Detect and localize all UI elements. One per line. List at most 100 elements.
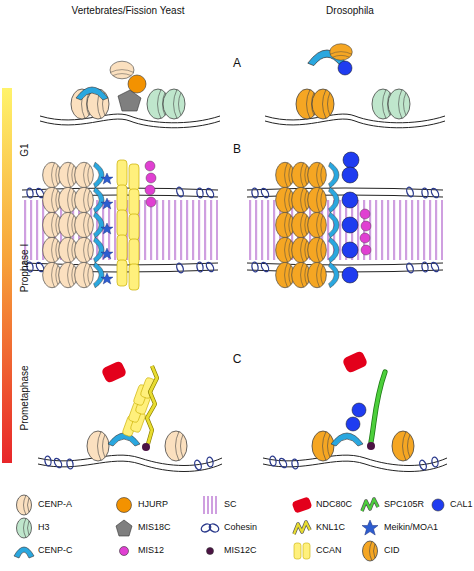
- cal1-protein: [346, 417, 360, 431]
- panel-letter: B: [233, 143, 241, 156]
- cid-nucleosome: [312, 89, 334, 119]
- legend-label: HJURP: [138, 500, 168, 510]
- panel-c-right: [263, 350, 447, 471]
- cohesin-ring: [66, 459, 74, 470]
- legend-label: SC: [224, 500, 237, 510]
- ccan-swatch: [290, 540, 314, 562]
- cid-nucleosome: [312, 431, 334, 461]
- dna-strand: [265, 119, 445, 128]
- legend-label: CENP-C: [38, 546, 73, 556]
- hjurp-chaperone: [128, 75, 146, 93]
- cohesin-ring: [405, 262, 414, 273]
- cohesin-ring: [418, 459, 427, 470]
- cal1-protein: [343, 152, 359, 168]
- cenp-a-nucleosome: [165, 431, 187, 461]
- legend-label: SPC105R: [384, 500, 424, 510]
- mis12-protein: [361, 245, 371, 255]
- column-heading: Vertebrates/Fission Yeast: [72, 5, 185, 16]
- cohesin-ring: [26, 188, 34, 199]
- cohesin-ring: [251, 188, 259, 199]
- mis12-protein: [145, 161, 155, 171]
- cid-nucleosome: [392, 431, 414, 461]
- ndc80c-swatch: [290, 494, 314, 516]
- cohesin-ring: [205, 187, 215, 199]
- legend-label: NDC80C: [316, 500, 352, 510]
- cenp-a-nucleosome: [87, 431, 109, 461]
- mis18c-swatch: [112, 517, 136, 539]
- kinetochore-row: [276, 237, 358, 263]
- cohesin-ring: [431, 457, 439, 468]
- legend-label: Cohesin: [224, 523, 257, 533]
- dna-strand: [247, 263, 443, 265]
- mis12-protein: [360, 233, 370, 243]
- legend-label: CENP-A: [38, 500, 72, 510]
- ndc80c-complex: [101, 360, 128, 384]
- phase-bar: [2, 88, 12, 463]
- legend-label: CCAN: [316, 546, 342, 556]
- legend-label: MIS18C: [138, 523, 171, 533]
- h3-nucleosome: [163, 89, 185, 119]
- panel-a-left: [40, 61, 220, 128]
- cenp-c-swatch: [12, 540, 36, 562]
- cal1-protein: [352, 403, 366, 417]
- cid-swatch: [358, 540, 382, 562]
- cal1-swatch: [426, 494, 450, 516]
- cohesin-ring: [278, 457, 288, 469]
- cohesin-ring: [193, 459, 202, 470]
- dna-strand: [40, 119, 220, 128]
- cohesin-ring: [291, 459, 299, 470]
- panel-b-left: [22, 160, 218, 290]
- mis12-swatch: [112, 540, 136, 562]
- cohesin-ring: [196, 262, 204, 273]
- kinetochore-row: [276, 212, 358, 238]
- legend-label: MIS12: [138, 546, 164, 556]
- column-heading: Drosophila: [326, 5, 374, 16]
- legend-label: KNL1C: [316, 523, 345, 533]
- cohesin-ring: [175, 186, 184, 197]
- mis12c-swatch: [198, 540, 222, 562]
- cohesin-ring: [206, 457, 214, 468]
- cohesin-swatch: [198, 517, 222, 539]
- cohesin-ring: [44, 456, 52, 467]
- mis12-protein: [145, 185, 155, 195]
- spc105r-protein: [371, 372, 385, 442]
- h3-nucleosome: [388, 89, 410, 119]
- legend-label: CAL1: [450, 500, 473, 510]
- sc-swatch: [198, 494, 222, 516]
- cenp-c-protein: [76, 87, 108, 100]
- kinetochore-row: [276, 262, 358, 288]
- mis12-protein: [146, 173, 156, 183]
- mis12c-complex: [367, 442, 375, 450]
- cohesin-ring: [175, 262, 184, 273]
- mis12-protein: [146, 197, 156, 207]
- cal1-chaperone: [338, 61, 352, 75]
- cohesin-ring: [269, 456, 277, 467]
- phase-label: Prophase I: [19, 244, 30, 292]
- panel-b-right: [247, 152, 443, 288]
- legend-label: H3: [38, 523, 50, 533]
- cohesin-ring: [421, 262, 429, 273]
- spc105r-swatch: [358, 494, 382, 516]
- knl1c-outline: [147, 366, 157, 444]
- cenp-c-protein: [331, 433, 363, 446]
- mis12-protein: [360, 209, 370, 219]
- knl1c-swatch: [290, 517, 314, 539]
- legend-label: Meikin/MOA1: [384, 523, 438, 533]
- meikin-swatch: [358, 517, 382, 539]
- phase-label: G1: [19, 143, 30, 156]
- dna-strand: [247, 188, 443, 190]
- cohesin-ring: [430, 261, 440, 273]
- legend-label: MIS12C: [224, 546, 257, 556]
- cohesin-ring: [421, 188, 429, 199]
- panel-c-left: [38, 360, 222, 471]
- cohesin-ring: [196, 188, 204, 199]
- cenp-a-nucleosome: [110, 61, 134, 79]
- phase-label: Prometaphase: [19, 365, 30, 430]
- mis12-protein: [361, 221, 371, 231]
- legend-label: CID: [384, 546, 400, 556]
- hjurp-swatch: [112, 494, 136, 516]
- cenp-a-swatch: [12, 494, 36, 516]
- knl1c-complex: [147, 366, 157, 444]
